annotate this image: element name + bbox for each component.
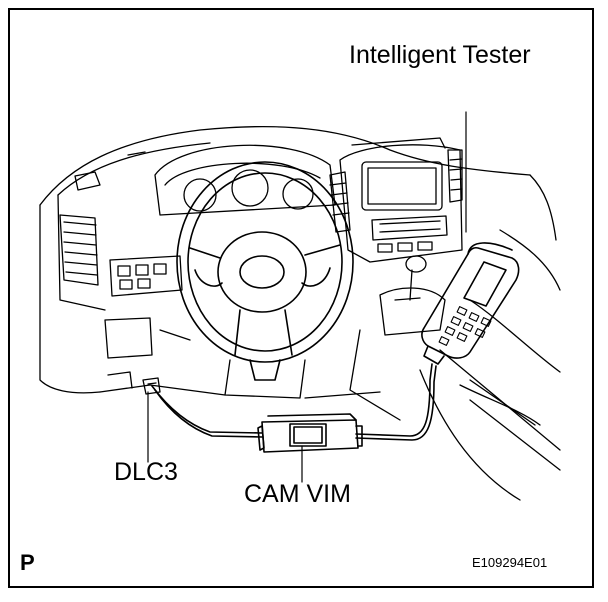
figure-code: E109294E01 (472, 555, 548, 570)
dashboard-outline (39, 125, 561, 501)
center-console (329, 137, 463, 263)
tester-keypad (438, 306, 492, 346)
dlc3-connector (142, 377, 161, 395)
steering-wheel (176, 161, 354, 381)
corner-mark: P (20, 550, 35, 575)
cam-vim-module (257, 413, 363, 453)
instrument-cluster (154, 144, 336, 216)
dlc3-label: DLC3 (114, 458, 178, 486)
cam-vim-label: CAM VIM (244, 480, 351, 508)
intelligent-tester-label: Intelligent Tester (349, 41, 531, 69)
left-air-vent (59, 214, 99, 286)
diagram-frame (8, 8, 594, 588)
connector-cable (151, 363, 437, 441)
leader-lines (147, 111, 467, 483)
switch-panel (104, 255, 183, 389)
intelligent-tester-device (421, 242, 520, 365)
steering-column (149, 329, 381, 399)
shifter (349, 255, 446, 421)
